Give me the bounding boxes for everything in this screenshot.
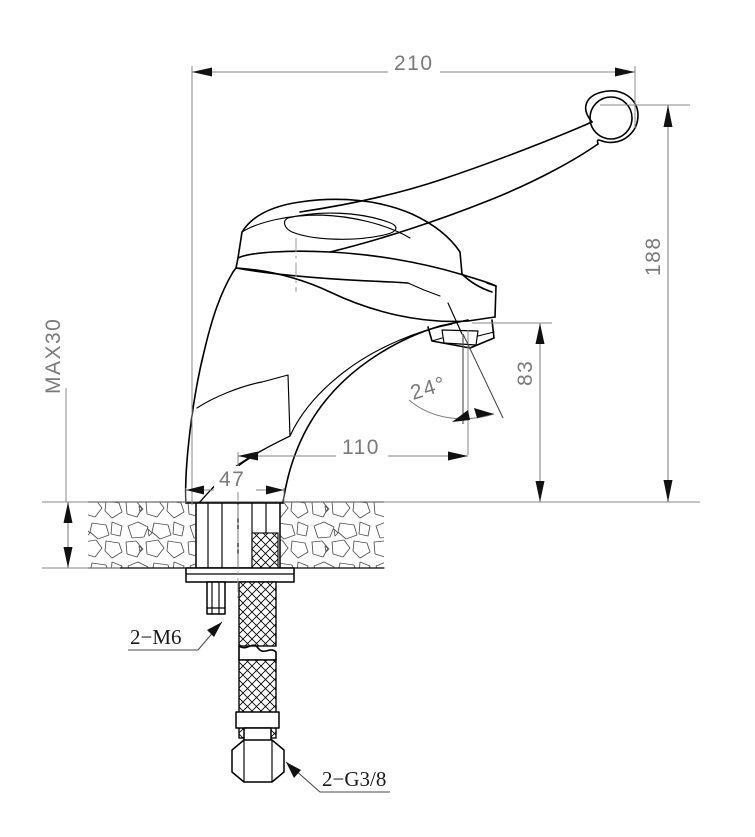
- arrow-top-83: [535, 323, 545, 344]
- arrow-bottom-188: [663, 480, 673, 502]
- angle-arrow-left: [452, 410, 470, 422]
- arrow-right-210: [615, 67, 635, 77]
- dimension-spout-height-83: 83: [472, 322, 552, 502]
- clamp-washer-plate: [185, 567, 295, 583]
- dimension-overall-height-188: 188: [600, 104, 690, 502]
- arrow-left-110: [238, 451, 258, 461]
- supply-hose: [231, 581, 285, 783]
- cap-parting-line: [235, 267, 409, 284]
- dim-text-bg-83: [512, 380, 538, 428]
- mounting-stud-m6: [206, 581, 226, 615]
- leader-arrow-2m6: [207, 622, 222, 637]
- dim-text-bg-47: [214, 466, 256, 492]
- hose-break-line: [238, 644, 277, 661]
- callout-text-2m6: 2−M6: [130, 625, 182, 649]
- arrow-left-47: [186, 485, 204, 495]
- dim-text-210: 210: [394, 52, 434, 75]
- spout-inner-contour: [289, 323, 453, 437]
- spout-top-curve: [235, 267, 496, 323]
- spout-aerator-outlet: [427, 302, 495, 349]
- dim-text-47: 47: [219, 468, 245, 491]
- handle-cap-top-edge: [241, 214, 411, 239]
- leader-arrow-2g38: [286, 762, 301, 778]
- hex-nut-facet-lines: [243, 739, 273, 783]
- lever-lower-edge: [329, 143, 599, 253]
- dim-text-83: 83: [514, 360, 537, 386]
- body-left-outline: [184, 267, 237, 504]
- arrow-bottom-max30: [63, 547, 73, 568]
- handle-cap-right-flare: [461, 273, 493, 293]
- dim-text-bg-210: [388, 50, 440, 76]
- dim-text-110: 110: [342, 436, 380, 459]
- arrow-top-188: [663, 105, 673, 127]
- cap-parting-line-right: [407, 282, 441, 297]
- aerator-projection-line: [447, 302, 463, 335]
- faucet-body: [184, 250, 497, 504]
- dimension-spout-reach-110: 110: [237, 330, 469, 500]
- aerator-edge-right: [477, 331, 495, 337]
- dim-text-bg-188: [640, 270, 666, 336]
- lever-handle-arm: [299, 90, 639, 253]
- callout-supply-connection: 2−G3/8: [285, 761, 390, 793]
- hex-nut-g38: [231, 739, 285, 783]
- dim-text-bg-110: [336, 434, 388, 460]
- handle-cap: [235, 198, 493, 297]
- angle-arrow-right: [474, 408, 494, 418]
- dim-text-max30: MAX30: [42, 318, 65, 394]
- dim-text-angle-24: 24°: [408, 372, 449, 405]
- stud-thread-lines: [211, 581, 220, 615]
- dimension-base-offset-47: 47: [185, 466, 285, 503]
- aerator-edge-left: [431, 337, 443, 342]
- lever-upper-edge: [299, 121, 593, 213]
- callout-text-2g38: 2−G3/8: [322, 767, 386, 791]
- arrow-bottom-83: [535, 481, 545, 502]
- shank-seal-core: [251, 532, 279, 569]
- lever-ring-inner-circle: [589, 96, 633, 140]
- arrow-left-210: [192, 67, 212, 77]
- handle-cap-recess: [283, 212, 397, 240]
- handle-cap-outline: [237, 198, 463, 275]
- dim-text-188: 188: [642, 236, 665, 276]
- deck-counter-section: [42, 501, 700, 569]
- aerator-face: [441, 329, 479, 346]
- dimension-overall-length-210: 210: [191, 50, 636, 505]
- spout-underside-curve: [282, 319, 469, 504]
- arrow-right-47: [266, 485, 284, 495]
- body-shoulder: [235, 250, 497, 287]
- angle-leg-inclined: [462, 333, 504, 419]
- hose-ferrule-collar: [235, 711, 280, 729]
- arrow-right-110: [448, 451, 468, 461]
- angle-arc: [408, 399, 495, 420]
- dimension-deck-thickness-max30: MAX30: [42, 318, 73, 568]
- spout-front-edge: [486, 282, 497, 318]
- mounting-hardware: [185, 502, 295, 615]
- hose-braid-upper: [238, 581, 277, 647]
- arrow-top-max30: [63, 502, 73, 523]
- dimension-outlet-angle-24: 24°: [408, 333, 504, 424]
- callout-mounting-stud: 2−M6: [128, 621, 223, 651]
- lever-ring-outer: [584, 90, 639, 145]
